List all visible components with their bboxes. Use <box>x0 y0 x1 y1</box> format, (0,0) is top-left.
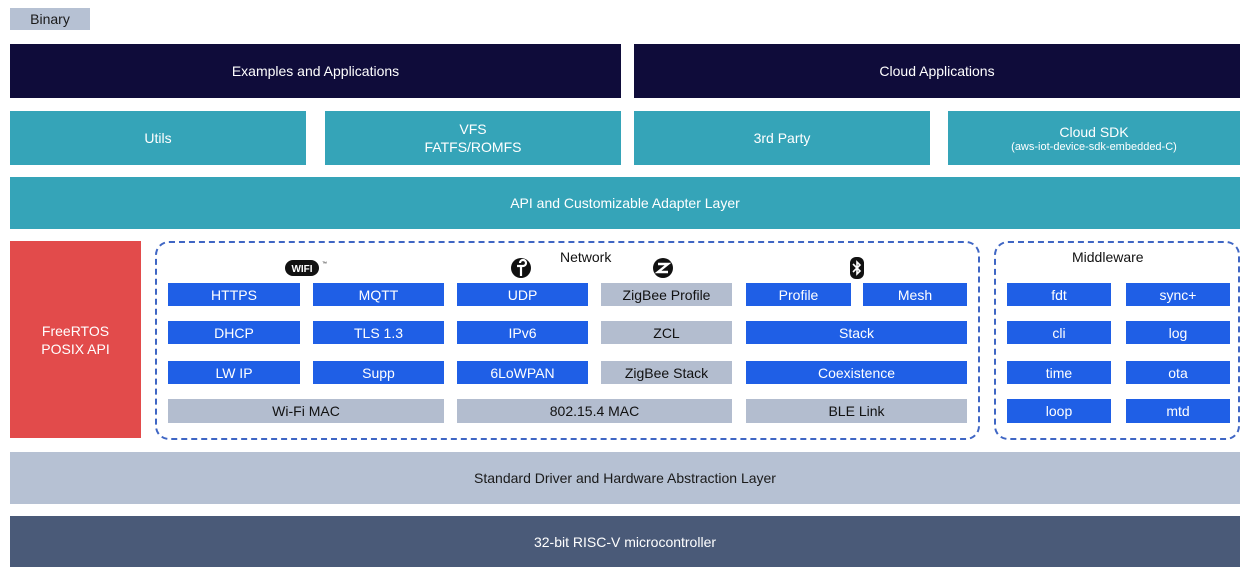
coexistence-block: Coexistence <box>746 361 967 384</box>
ble-stack-block: Stack <box>746 321 967 344</box>
binary-tag: Binary <box>10 8 90 30</box>
freertos-label: FreeRTOS <box>41 322 110 339</box>
zigbee-profile-block: ZigBee Profile <box>601 283 732 306</box>
dhcp-block: DHCP <box>168 321 300 344</box>
802154-mac-block: 802.15.4 MAC <box>457 399 732 423</box>
wifi-logo-text: WIFI <box>291 264 312 275</box>
fatfs-romfs-label: FATFS/ROMFS <box>424 139 522 155</box>
wifi-mac-block: Wi-Fi MAC <box>168 399 444 423</box>
middleware-title: Middleware <box>1072 249 1144 265</box>
cloud-sdk-sublabel: (aws-iot-device-sdk-embedded-C) <box>1011 140 1177 153</box>
examples-applications-block: Examples and Applications <box>10 44 621 98</box>
network-group <box>155 241 980 440</box>
utils-block: Utils <box>10 111 306 165</box>
mcu-layer: 32-bit RISC-V microcontroller <box>10 516 1240 567</box>
mw-cli-block: cli <box>1007 321 1111 344</box>
https-block: HTTPS <box>168 283 300 306</box>
zcl-block: ZCL <box>601 321 732 344</box>
vfs-label: VFS <box>459 121 487 137</box>
cloud-applications-block: Cloud Applications <box>634 44 1240 98</box>
mw-fdt-block: fdt <box>1007 283 1111 306</box>
third-party-block: 3rd Party <box>634 111 930 165</box>
tls-block: TLS 1.3 <box>313 321 444 344</box>
cloud-sdk-label: Cloud SDK <box>1059 123 1129 140</box>
mw-loop-block: loop <box>1007 399 1111 423</box>
hal-layer: Standard Driver and Hardware Abstraction… <box>10 452 1240 504</box>
ipv6-block: IPv6 <box>457 321 588 344</box>
svg-text:™: ™ <box>322 261 327 267</box>
ble-link-block: BLE Link <box>746 399 967 423</box>
ble-profile-block: Profile <box>746 283 851 306</box>
cloud-sdk-block: Cloud SDK (aws-iot-device-sdk-embedded-C… <box>948 111 1240 165</box>
vfs-block: VFS FATFS/ROMFS <box>325 111 621 165</box>
ble-mesh-block: Mesh <box>863 283 967 306</box>
mw-time-block: time <box>1007 361 1111 384</box>
api-adapter-layer: API and Customizable Adapter Layer <box>10 177 1240 229</box>
zigbee-stack-block: ZigBee Stack <box>601 361 732 384</box>
middleware-group <box>994 241 1240 440</box>
mqtt-block: MQTT <box>313 283 444 306</box>
bluetooth-icon <box>850 257 864 279</box>
mw-ota-block: ota <box>1126 361 1230 384</box>
wifi-logo-icon: WIFI ™ <box>285 260 327 276</box>
supp-block: Supp <box>313 361 444 384</box>
zigbee-logo-icon <box>653 258 673 278</box>
freertos-posix-block: FreeRTOS POSIX API <box>10 241 141 438</box>
6lowpan-block: 6LoWPAN <box>457 361 588 384</box>
mw-log-block: log <box>1126 321 1230 344</box>
posix-api-label: POSIX API <box>41 340 110 357</box>
thread-logo-icon <box>511 258 531 278</box>
network-title: Network <box>560 249 612 265</box>
mw-sync-block: sync+ <box>1126 283 1230 306</box>
mw-mtd-block: mtd <box>1126 399 1230 423</box>
udp-block: UDP <box>457 283 588 306</box>
lwip-block: LW IP <box>168 361 300 384</box>
